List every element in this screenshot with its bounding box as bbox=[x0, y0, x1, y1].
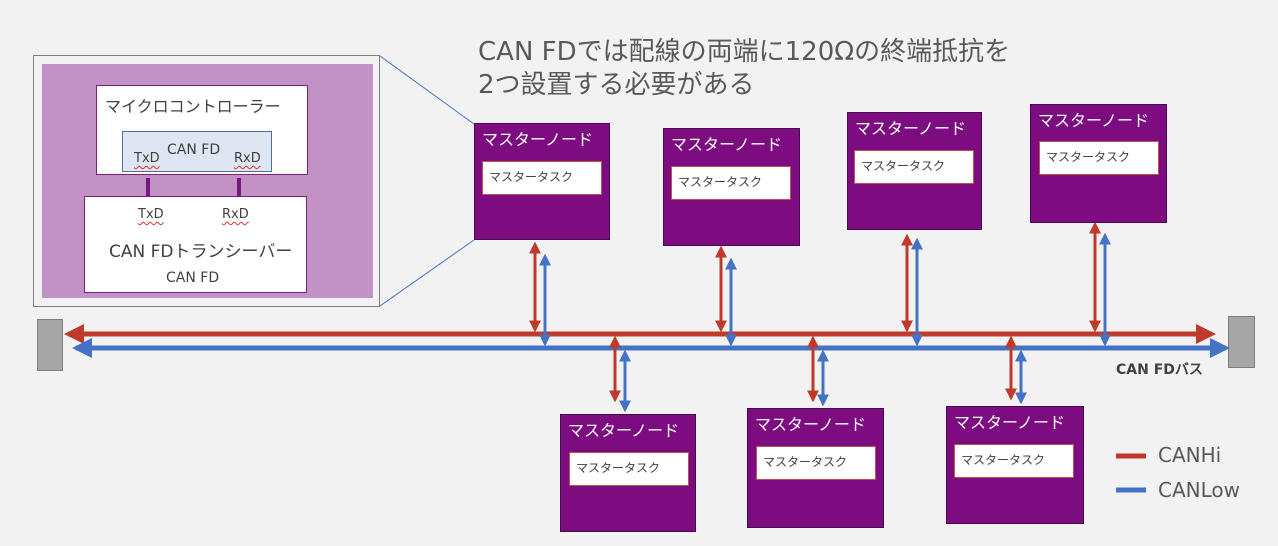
master-task-box: マスタータスク bbox=[569, 452, 689, 486]
legend-canlow-label: CANLow bbox=[1158, 478, 1240, 502]
microcontroller-box bbox=[96, 85, 308, 175]
controller-txd-label: TxD bbox=[134, 151, 160, 166]
master-node-title: マスターノード bbox=[755, 415, 867, 434]
master-node-title: マスターノード bbox=[855, 119, 967, 138]
master-node-top-4: マスターノード マスタータスク bbox=[1030, 104, 1167, 223]
master-node-top-1: マスターノード マスタータスク bbox=[474, 123, 610, 240]
master-node-bottom-2: マスターノード マスタータスク bbox=[747, 408, 884, 528]
transceiver-rxd-label: RxD bbox=[222, 207, 249, 222]
master-node-bottom-1: マスターノード マスタータスク bbox=[560, 414, 696, 532]
master-node-title: マスターノード bbox=[482, 130, 594, 149]
transceiver-txd-label: TxD bbox=[138, 207, 164, 222]
master-node-top-3: マスターノード マスタータスク bbox=[847, 112, 982, 230]
headline-line-1: CAN FDでは配線の両端に120Ωの終端抵抗を bbox=[478, 37, 1011, 67]
can-fd-controller-label: CAN FD bbox=[167, 142, 221, 158]
microcontroller-label: マイクロコントローラー bbox=[105, 97, 281, 116]
can-fd-controller-box bbox=[122, 131, 272, 172]
master-node-bottom-3: マスターノード マスタータスク bbox=[946, 406, 1084, 524]
master-node-top-2: マスターノード マスタータスク bbox=[663, 128, 800, 246]
master-node-title: マスターノード bbox=[671, 135, 783, 154]
headline-line-2: 2つ設置する必要がある bbox=[478, 70, 755, 100]
master-task-box: マスタータスク bbox=[1039, 141, 1159, 175]
txd-link-line bbox=[146, 178, 150, 196]
zoom-line-bottom bbox=[379, 239, 475, 307]
rxd-link-line bbox=[237, 178, 241, 196]
master-node-title: マスターノード bbox=[954, 413, 1066, 432]
master-task-box: マスタータスク bbox=[671, 166, 791, 200]
transceiver-box bbox=[84, 196, 307, 293]
controller-rxd-label: RxD bbox=[234, 151, 261, 166]
master-task-box: マスタータスク bbox=[756, 446, 876, 480]
zoom-line-top bbox=[379, 55, 475, 125]
master-task-box: マスタータスク bbox=[854, 150, 974, 184]
legend-canhi-label: CANHi bbox=[1158, 443, 1222, 467]
master-task-box: マスタータスク bbox=[482, 161, 602, 195]
can-fd-bus-label: CAN FDバス bbox=[1116, 362, 1203, 378]
diagram-headline: CAN FDでは配線の両端に120Ωの終端抵抗を 2つ設置する必要がある bbox=[478, 36, 1010, 102]
bus-terminator-right bbox=[1228, 316, 1255, 368]
master-node-title: マスターノード bbox=[1038, 111, 1150, 130]
master-node-title: マスターノード bbox=[568, 421, 680, 440]
bus-terminator-left bbox=[37, 319, 63, 371]
transceiver-bus-label: CAN FD bbox=[166, 270, 220, 286]
master-task-box: マスタータスク bbox=[954, 444, 1074, 478]
transceiver-label: CAN FDトランシーバー bbox=[109, 242, 293, 262]
